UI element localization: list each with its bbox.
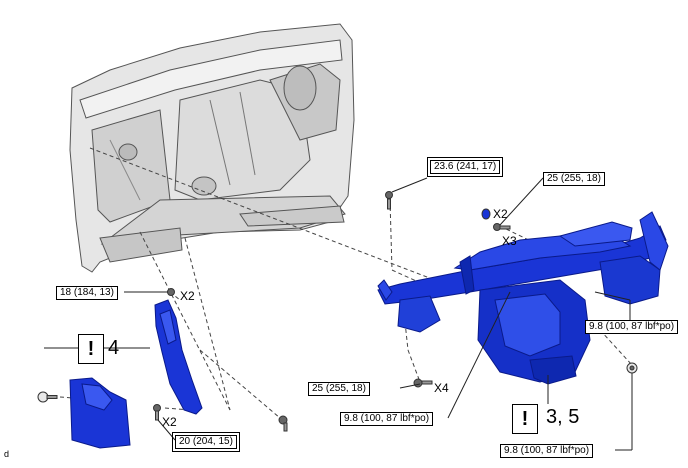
warning-symbol-left: ! xyxy=(78,334,104,364)
instrument-panel-reinforcement xyxy=(377,211,669,385)
step-ref-left: 4 xyxy=(108,337,120,359)
torque-label-center-bottom: 9.8 (100, 87 lbf*po) xyxy=(340,412,434,426)
torque-label-lower-bolt: 25 (255, 18) xyxy=(308,382,370,396)
torque-label-right-bolt: 25 (255, 18) xyxy=(543,172,605,186)
torque-label-left-upper: 18 (184, 13) xyxy=(56,286,118,300)
torque-label-bottom-right: 9.8 (100, 87 lbf*po) xyxy=(500,444,594,458)
quantity-label-x2-right: X2 xyxy=(493,207,508,221)
quantity-label-x3-right: X3 xyxy=(502,234,517,248)
torque-label-top-bolt: 23.6 (241, 17) xyxy=(426,157,504,177)
torque-label-right-dash: 9.8 (100, 87 lbf*po) xyxy=(585,320,679,334)
warning-symbol-right: ! xyxy=(512,404,538,434)
fasteners xyxy=(37,191,638,432)
side-bracket xyxy=(154,299,203,415)
quantity-label-x2-left-upper: X2 xyxy=(180,289,195,303)
inset-part xyxy=(69,377,131,449)
corner-letter: d xyxy=(4,449,10,459)
quantity-label-x2-left-lower: X2 xyxy=(162,415,177,429)
quantity-label-x4-lower: X4 xyxy=(434,381,449,395)
vehicle-body xyxy=(69,23,355,273)
torque-label-left-lower: 20 (204, 15) xyxy=(172,432,240,452)
step-ref-right: 3, 5 xyxy=(546,406,580,428)
